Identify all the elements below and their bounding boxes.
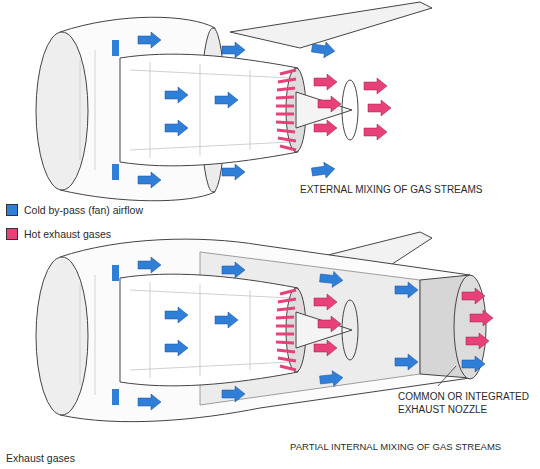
legend-text: Hot exhaust gases: [24, 228, 111, 240]
caption: EXTERNAL MIXING OF GAS STREAMS: [300, 184, 482, 197]
legend-swatch: [6, 204, 18, 216]
legend-item: Hot exhaust gases: [6, 228, 111, 240]
note-label: Exhaust gases: [6, 452, 75, 465]
callout-label: COMMON OR INTEGRATED EXHAUST NOZZLE: [398, 391, 533, 416]
legend-item: Cold by-pass (fan) airflow: [6, 204, 143, 216]
legend-text: Cold by-pass (fan) airflow: [24, 204, 143, 216]
legend-swatch: [6, 228, 18, 240]
caption: PARTIAL INTERNAL MIXING OF GAS STREAMS: [290, 441, 501, 453]
